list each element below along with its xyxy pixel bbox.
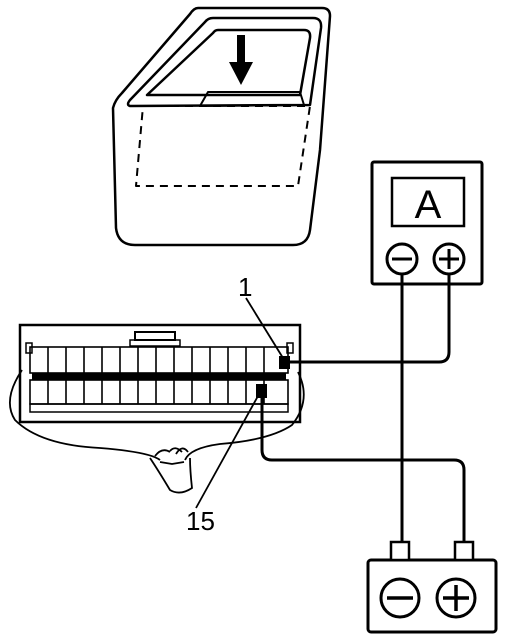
window-frame-inner	[145, 28, 312, 97]
down-arrow-icon	[229, 35, 253, 85]
battery-post-negative	[389, 540, 411, 562]
connector-center-rail	[32, 373, 286, 380]
label-leaders	[195, 297, 284, 509]
label-pin-1: 1	[238, 272, 252, 302]
leader-pin-1	[245, 297, 284, 359]
battery	[366, 540, 498, 634]
test-leads	[260, 274, 466, 542]
pin-15-marker	[256, 384, 267, 398]
plus-terminal-icon	[432, 242, 466, 276]
door-outline	[111, 6, 332, 247]
pin-1-marker	[279, 356, 290, 369]
battery-post-positive	[453, 540, 475, 562]
ammeter-label: A	[415, 183, 442, 227]
lead-meter-plus-to-pin-1	[290, 274, 451, 364]
minus-terminal-icon	[385, 242, 419, 276]
ammeter-display	[390, 176, 466, 228]
door-window-icon	[111, 6, 332, 247]
label-pin-15: 15	[186, 506, 215, 536]
ammeter: A	[370, 160, 484, 286]
plus-terminal-icon	[435, 577, 477, 619]
lead-pin-15-to-battery-plus	[260, 396, 466, 542]
leader-pin-15	[195, 395, 259, 509]
minus-terminal-icon	[379, 577, 421, 619]
window-frame-outer	[126, 16, 323, 108]
connector	[18, 323, 302, 424]
window-glass-lowered	[135, 105, 311, 187]
